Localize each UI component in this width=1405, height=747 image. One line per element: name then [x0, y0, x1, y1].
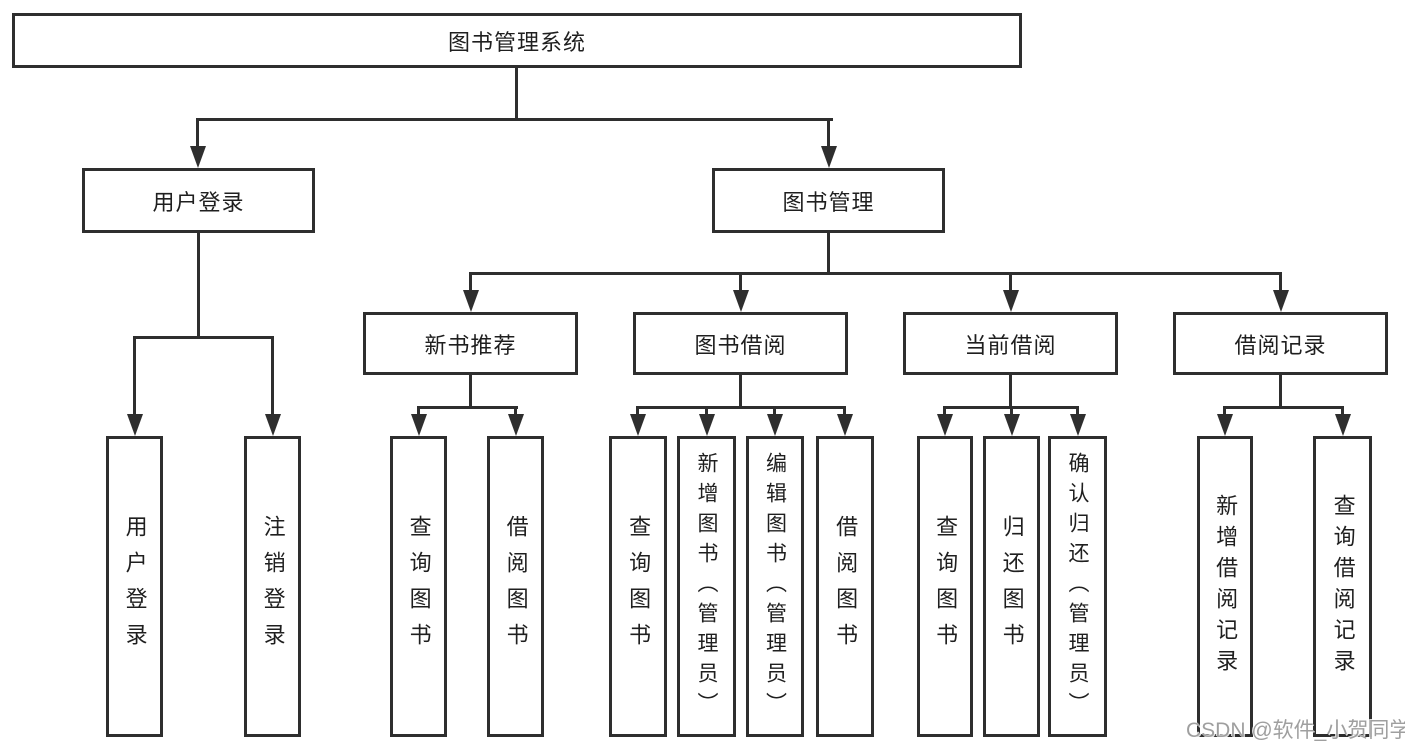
node-label: 图书管理 [782, 189, 875, 215]
leaf-user-login: 用户登录 [106, 436, 163, 737]
leaf-query-books-current: 查询图书 [917, 436, 973, 737]
arrow-down-icon [1004, 414, 1020, 436]
connector-line-v [197, 233, 200, 339]
connector-line-v [133, 336, 136, 414]
node-borrowing-records: 借阅记录 [1173, 312, 1388, 375]
connector-line-v [514, 406, 517, 414]
leaf-label: 借阅图书 [503, 514, 529, 659]
node-current-borrowing: 当前借阅 [903, 312, 1118, 375]
connector-line-v [196, 118, 199, 146]
connector-line-v [1010, 406, 1013, 414]
connector-line-v [739, 375, 742, 409]
arrow-down-icon [733, 290, 749, 312]
connector-line-v [1279, 272, 1282, 290]
arrow-down-icon [937, 414, 953, 436]
connector-line-v [469, 272, 472, 290]
leaf-label: 编辑图书（管理员） [763, 451, 787, 722]
arrow-down-icon [767, 414, 783, 436]
connector-line-h [469, 272, 1281, 275]
leaf-query-books-borrowing: 查询图书 [609, 436, 667, 737]
connector-line-v [1076, 406, 1079, 414]
watermark: CSDN @软件_小贺同学 [1186, 719, 1405, 742]
connector-line-v [943, 406, 946, 414]
connector-line-h [133, 336, 274, 339]
connector-line-v [1009, 375, 1012, 409]
arrow-down-icon [1335, 414, 1351, 436]
connector-line-v [515, 68, 518, 120]
arrow-down-icon [463, 290, 479, 312]
connector-line-v [705, 406, 708, 414]
leaf-label: 查询借阅记录 [1330, 493, 1356, 680]
leaf-label: 借阅图书 [833, 514, 859, 659]
leaf-return-book: 归还图书 [983, 436, 1040, 737]
leaf-add-borrow-record: 新增借阅记录 [1197, 436, 1253, 737]
leaf-label: 查询图书 [626, 514, 652, 659]
leaf-edit-book-admin: 编辑图书（管理员） [746, 436, 804, 737]
node-new-book-recommendation: 新书推荐 [363, 312, 578, 375]
leaf-label: 新增图书（管理员） [695, 451, 719, 722]
arrow-down-icon [1273, 290, 1289, 312]
connector-line-v [1009, 272, 1012, 290]
node-user-login: 用户登录 [82, 168, 315, 233]
connector-line-v [417, 406, 420, 414]
leaf-add-book-admin: 新增图书（管理员） [677, 436, 736, 737]
connector-line-v [469, 375, 472, 409]
node-label: 新书推荐 [424, 332, 517, 358]
arrow-down-icon [1070, 414, 1086, 436]
leaf-label: 查询图书 [933, 514, 959, 659]
connector-line-v [1341, 406, 1344, 414]
node-label: 图书借阅 [694, 332, 787, 358]
arrow-down-icon [190, 146, 206, 168]
leaf-label: 注销登录 [260, 514, 286, 659]
connector-line-v [739, 272, 742, 290]
arrow-down-icon [630, 414, 646, 436]
arrow-down-icon [699, 414, 715, 436]
leaf-label: 查询图书 [406, 514, 432, 659]
leaf-label: 归还图书 [999, 514, 1025, 659]
arrow-down-icon [127, 414, 143, 436]
node-book-management: 图书管理 [712, 168, 945, 233]
leaf-query-books-recommend: 查询图书 [390, 436, 447, 737]
connector-line-h [417, 406, 518, 409]
arrow-down-icon [837, 414, 853, 436]
connector-line-v [843, 406, 846, 414]
leaf-logout: 注销登录 [244, 436, 301, 737]
arrow-down-icon [508, 414, 524, 436]
arrow-down-icon [821, 146, 837, 168]
node-label: 当前借阅 [964, 332, 1057, 358]
node-label: 用户登录 [152, 189, 245, 215]
leaf-query-borrow-record: 查询借阅记录 [1313, 436, 1372, 737]
arrow-down-icon [265, 414, 281, 436]
leaf-label: 用户登录 [122, 514, 148, 659]
node-label: 借阅记录 [1234, 332, 1327, 358]
connector-line-h [636, 406, 845, 409]
node-library-management-system: 图书管理系统 [12, 13, 1022, 68]
leaf-confirm-return-admin: 确认归还（管理员） [1048, 436, 1107, 737]
connector-line-v [827, 233, 830, 275]
connector-line-v [1223, 406, 1226, 414]
connector-line-h [196, 118, 833, 121]
leaf-label: 新增借阅记录 [1213, 493, 1239, 680]
connector-line-v [271, 336, 274, 414]
connector-line-v [1279, 375, 1282, 409]
connector-line-v [827, 118, 830, 146]
leaf-borrow-books-recommend: 借阅图书 [487, 436, 544, 737]
arrow-down-icon [411, 414, 427, 436]
leaf-label: 确认归还（管理员） [1066, 451, 1090, 722]
node-label: 图书管理系统 [447, 29, 586, 55]
connector-line-h [1223, 406, 1343, 409]
leaf-borrow-books: 借阅图书 [816, 436, 874, 737]
arrow-down-icon [1003, 290, 1019, 312]
node-book-borrowing: 图书借阅 [633, 312, 848, 375]
connector-line-v [773, 406, 776, 414]
connector-line-v [636, 406, 639, 414]
arrow-down-icon [1217, 414, 1233, 436]
